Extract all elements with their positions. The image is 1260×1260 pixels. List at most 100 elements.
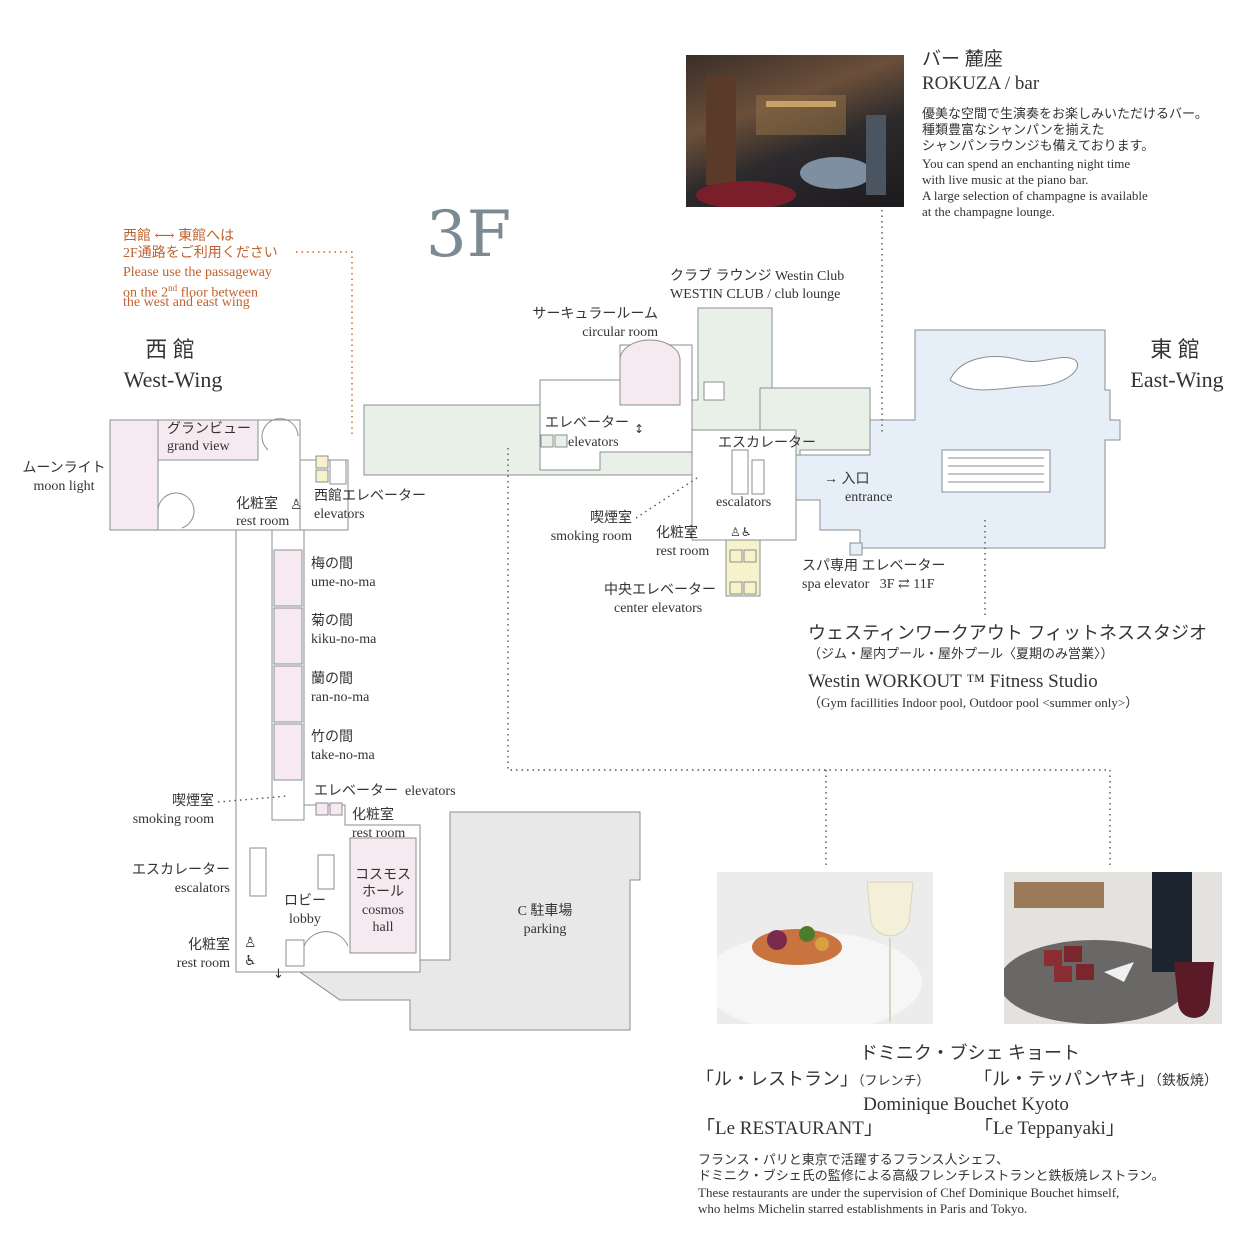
- spa-elevator-label-en: spa elevator 3F ⇄ 11F: [802, 576, 935, 594]
- rokuza-title-ja: バー 麓座: [922, 49, 1003, 70]
- east-elevator-2: [554, 434, 568, 448]
- west-restroom-3-ja: 化粧室: [188, 938, 230, 953]
- ume-label-ja: 梅の間: [311, 557, 353, 572]
- pool-outdoor: [949, 356, 1078, 391]
- ran-label-ja: 蘭の間: [311, 672, 353, 687]
- west-elevator-label-ja: 西館エレベーター: [314, 489, 426, 504]
- restaurant-desc-1: フランス・パリと東京で活躍するフランス人シェフ、: [698, 1152, 1009, 1167]
- kiku-label-ja: 菊の間: [311, 614, 353, 629]
- restroom-icon-1: ♙: [290, 497, 303, 513]
- west-escalator-2: [317, 854, 335, 890]
- grandview-room: [157, 419, 259, 461]
- circular-room-label-en: circular room: [582, 325, 658, 340]
- east-smoking-label-ja: 喫煙室: [590, 511, 632, 526]
- west-elevator-lower-2: [329, 802, 343, 816]
- passage-note-en-2-post: floor between: [177, 285, 258, 301]
- take-room: [273, 723, 303, 781]
- circular-room-label-ja: サーキュラールーム: [532, 307, 658, 322]
- rokuza-desc-4: You can spend an enchanting night time: [922, 156, 1131, 171]
- take-label-ja: 竹の間: [311, 730, 353, 745]
- center-elevator-4: [743, 581, 757, 595]
- fitness-sub-en: （Gym facillities Indoor pool, Outdoor po…: [808, 695, 1139, 710]
- east-arrow-updown-icon: ↕: [634, 422, 645, 436]
- passage-note-ja-2: 2F通路をご利用ください: [123, 246, 278, 261]
- west-escalator-label-en: escalators: [174, 881, 230, 896]
- parking-label-en: parking: [523, 922, 567, 937]
- restroom-icon-3: ♙: [244, 935, 257, 951]
- spa-elevator: [849, 542, 863, 556]
- le-restaurant-ja-type: （フレンチ）: [858, 1073, 930, 1088]
- west-elevator-1: [315, 455, 329, 469]
- west-smoking-label-ja: 喫煙室: [172, 794, 214, 809]
- entrance-arrow-down-icon: ↓: [273, 967, 284, 982]
- le-teppanyaki-photo-shapes: [1004, 872, 1214, 1024]
- kiku-room: [273, 607, 303, 665]
- west-restroom-2-en: rest room: [352, 826, 406, 841]
- east-smoking-label-en: smoking room: [550, 529, 632, 544]
- east-restroom-label-en: rest room: [656, 544, 710, 559]
- cosmos-label-3: cosmos: [362, 903, 404, 918]
- west-wing-title-ja: 西 館: [145, 337, 195, 362]
- cosmos-label-2: ホール: [362, 885, 404, 900]
- stair-spiral-2: [157, 492, 195, 529]
- parking-label-ja: C 駐車場: [517, 904, 573, 919]
- le-restaurant-en: 「Le RESTAURANT」: [696, 1118, 883, 1139]
- west-restroom-1-en: rest room: [236, 514, 290, 529]
- grandview-label-ja: グランビュー: [167, 422, 251, 437]
- spa-elevator-label-ja: スパ専用 エレベーター: [802, 559, 946, 574]
- east-escalator-2: [751, 459, 765, 495]
- west-restroom-3-en: rest room: [176, 956, 230, 971]
- pool-lanes: [948, 457, 1044, 483]
- ran-label-en: ran-no-ma: [311, 690, 370, 705]
- east-elevator-label-ja: エレベーター: [545, 416, 629, 431]
- west-restroom-1-ja: 化粧室: [236, 497, 278, 512]
- east-entrance-label-ja: → 入口: [824, 472, 870, 487]
- moonlight-room-fill: [109, 419, 159, 531]
- rokuza-photo-shapes: [696, 75, 886, 207]
- cosmos-label-4: hall: [372, 920, 394, 935]
- le-restaurant-ja: 「ル・レストラン」（フレンチ）: [696, 1068, 930, 1092]
- leader-passage: [296, 251, 353, 436]
- leader-smoking-west: [217, 795, 289, 803]
- grandview-label-en: grand view: [167, 439, 230, 454]
- east-elevator-label-en: elevators: [568, 435, 619, 450]
- restaurant-desc-2: ドミニク・ブシェ氏の監修による高級フレンチレストランと鉄板焼レストラン。: [698, 1168, 1165, 1183]
- le-teppanyaki-ja-type: （鉄板焼）: [1154, 1074, 1218, 1089]
- restaurant-name-en: Dominique Bouchet Kyoto: [863, 1094, 1069, 1115]
- west-elevator-label-en: elevators: [314, 507, 365, 522]
- accessible-icon-3: ♿: [244, 953, 257, 969]
- parking-area: [298, 811, 641, 1031]
- lobby-stairs: [285, 931, 349, 967]
- lobby-label-en: lobby: [289, 912, 321, 927]
- le-teppanyaki-ja: 「ル・テッパンヤキ」（鉄板焼）: [974, 1068, 1218, 1093]
- east-wing-title-en: East-Wing: [1130, 367, 1224, 392]
- east-escalator-label-ja: エスカレーター: [718, 436, 816, 451]
- rokuza-title-en: ROKUZA / bar: [922, 73, 1040, 94]
- le-teppanyaki-ja-name: 「ル・テッパンヤキ」: [974, 1069, 1155, 1089]
- center-elevator-3: [729, 581, 743, 595]
- fitness-sub-ja: （ジム・屋内プール・屋外プール〈夏期のみ営業〉）: [808, 646, 1114, 661]
- ume-room: [273, 549, 303, 607]
- leader-restaurant: [507, 448, 1111, 868]
- le-restaurant-photo-shapes: [717, 881, 922, 1024]
- passage-note-ja-1: 西館 ⟷ 東館へは: [123, 229, 235, 244]
- restaurant-name-ja: ドミニク・ブシェ キョート: [859, 1043, 1081, 1063]
- circular-room: [619, 339, 681, 406]
- spa-elevator-floors: 3F ⇄ 11F: [879, 577, 935, 592]
- east-entrance-label-en: entrance: [845, 490, 893, 505]
- east-restroom-label-ja: 化粧室: [656, 526, 698, 541]
- club-lounge-label-en: WESTIN CLUB / club lounge: [670, 287, 841, 302]
- pool-indoor: [941, 449, 1051, 493]
- restaurant-desc-3: These restaurants are under the supervis…: [698, 1185, 1120, 1200]
- fitness-title-ja: ウェスティンワークアウト フィットネススタジオ: [808, 623, 1208, 643]
- cosmos-hall: [349, 837, 417, 954]
- east-restroom-icon: ♙♿: [730, 525, 752, 539]
- west-escalator-label-ja: エスカレーター: [132, 863, 230, 878]
- west-elevator-2-label: エレベーター elevators: [314, 783, 456, 801]
- club-lounge-label-ja: クラブ ラウンジ Westin Club: [670, 269, 845, 284]
- rokuza-desc-5: with live music at the piano bar.: [922, 172, 1089, 187]
- west-elevator-lower-1: [315, 802, 329, 816]
- center-elevator-label-en: center elevators: [614, 601, 703, 616]
- le-teppanyaki-photo: [1004, 872, 1222, 1024]
